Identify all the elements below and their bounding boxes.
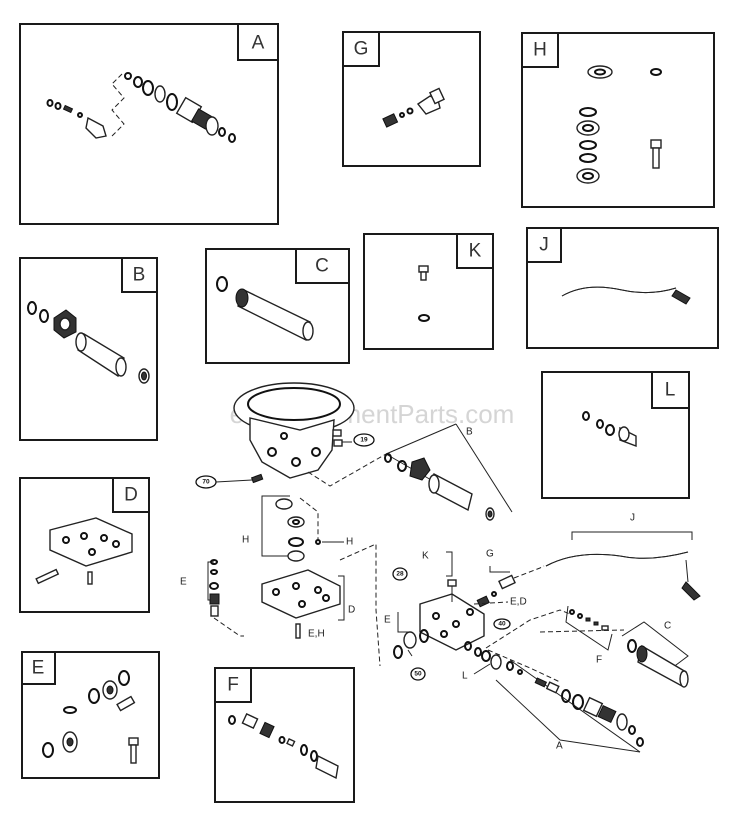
kit-k-parts xyxy=(418,265,430,322)
kit-box-e[interactable]: E xyxy=(21,651,160,779)
kit-l-parts xyxy=(582,411,637,448)
kit-box-j[interactable]: J xyxy=(526,227,719,349)
kit-box-l[interactable]: L xyxy=(541,371,690,499)
kit-box-g[interactable]: G xyxy=(342,31,481,167)
callout-d: D xyxy=(348,605,355,616)
kit-label-j: J xyxy=(539,235,549,256)
kit-label-b: B xyxy=(133,265,146,286)
callout-h-left: H xyxy=(242,535,249,546)
part-number-50[interactable]: 50 xyxy=(410,667,426,681)
kit-d-parts xyxy=(35,517,133,585)
callout-f: F xyxy=(596,655,602,666)
kit-label-e: E xyxy=(32,658,45,679)
part-number-19[interactable]: 19 xyxy=(353,433,375,447)
callout-g: G xyxy=(486,549,494,560)
callout-a: A xyxy=(556,741,563,752)
kit-label-d: D xyxy=(124,485,138,506)
callout-c: C xyxy=(664,621,671,632)
kit-e-parts xyxy=(42,670,139,764)
kit-box-h[interactable]: H xyxy=(521,32,715,208)
kit-a-parts xyxy=(46,71,236,143)
svg-text:40: 40 xyxy=(498,621,506,628)
part-number-28[interactable]: 28 xyxy=(392,567,408,581)
kit-label-h: H xyxy=(533,40,547,61)
kit-box-a[interactable]: A xyxy=(19,23,279,225)
kit-label-l: L xyxy=(665,380,676,401)
kit-box-b[interactable]: B xyxy=(19,257,158,441)
svg-text:19: 19 xyxy=(360,437,368,444)
callout-e-left: E xyxy=(180,577,187,588)
svg-text:70: 70 xyxy=(202,479,210,486)
part-number-40[interactable]: 40 xyxy=(493,618,511,630)
kit-label-g: G xyxy=(354,39,369,60)
kit-j-parts xyxy=(561,286,691,305)
svg-text:28: 28 xyxy=(396,571,404,578)
kit-b-parts xyxy=(27,301,150,384)
kit-f-parts xyxy=(228,713,339,780)
kit-label-f: F xyxy=(227,675,239,696)
callout-e-right: E xyxy=(384,615,391,626)
callout-k: K xyxy=(422,551,429,562)
kit-label-a: A xyxy=(252,33,265,54)
kit-box-f[interactable]: F xyxy=(214,667,355,803)
pump-assembly xyxy=(207,382,701,753)
callout-j: J xyxy=(630,513,635,524)
kit-c-parts xyxy=(216,276,314,342)
callout-b: B xyxy=(466,427,473,438)
kit-h-parts xyxy=(576,65,662,184)
kit-box-c[interactable]: C xyxy=(205,248,350,364)
callout-h-right: H xyxy=(346,537,353,548)
kit-label-k: K xyxy=(469,241,482,262)
svg-text:50: 50 xyxy=(414,671,422,678)
part-number-70[interactable]: 70 xyxy=(195,475,217,489)
kit-box-k[interactable]: K xyxy=(363,233,494,350)
kit-g-parts xyxy=(382,87,445,128)
kit-box-d[interactable]: D xyxy=(19,477,150,613)
callout-l: L xyxy=(462,671,468,682)
kit-label-c: C xyxy=(315,256,329,277)
callout-e-h: E,H xyxy=(308,629,325,640)
callout-e-d: E,D xyxy=(510,597,527,608)
